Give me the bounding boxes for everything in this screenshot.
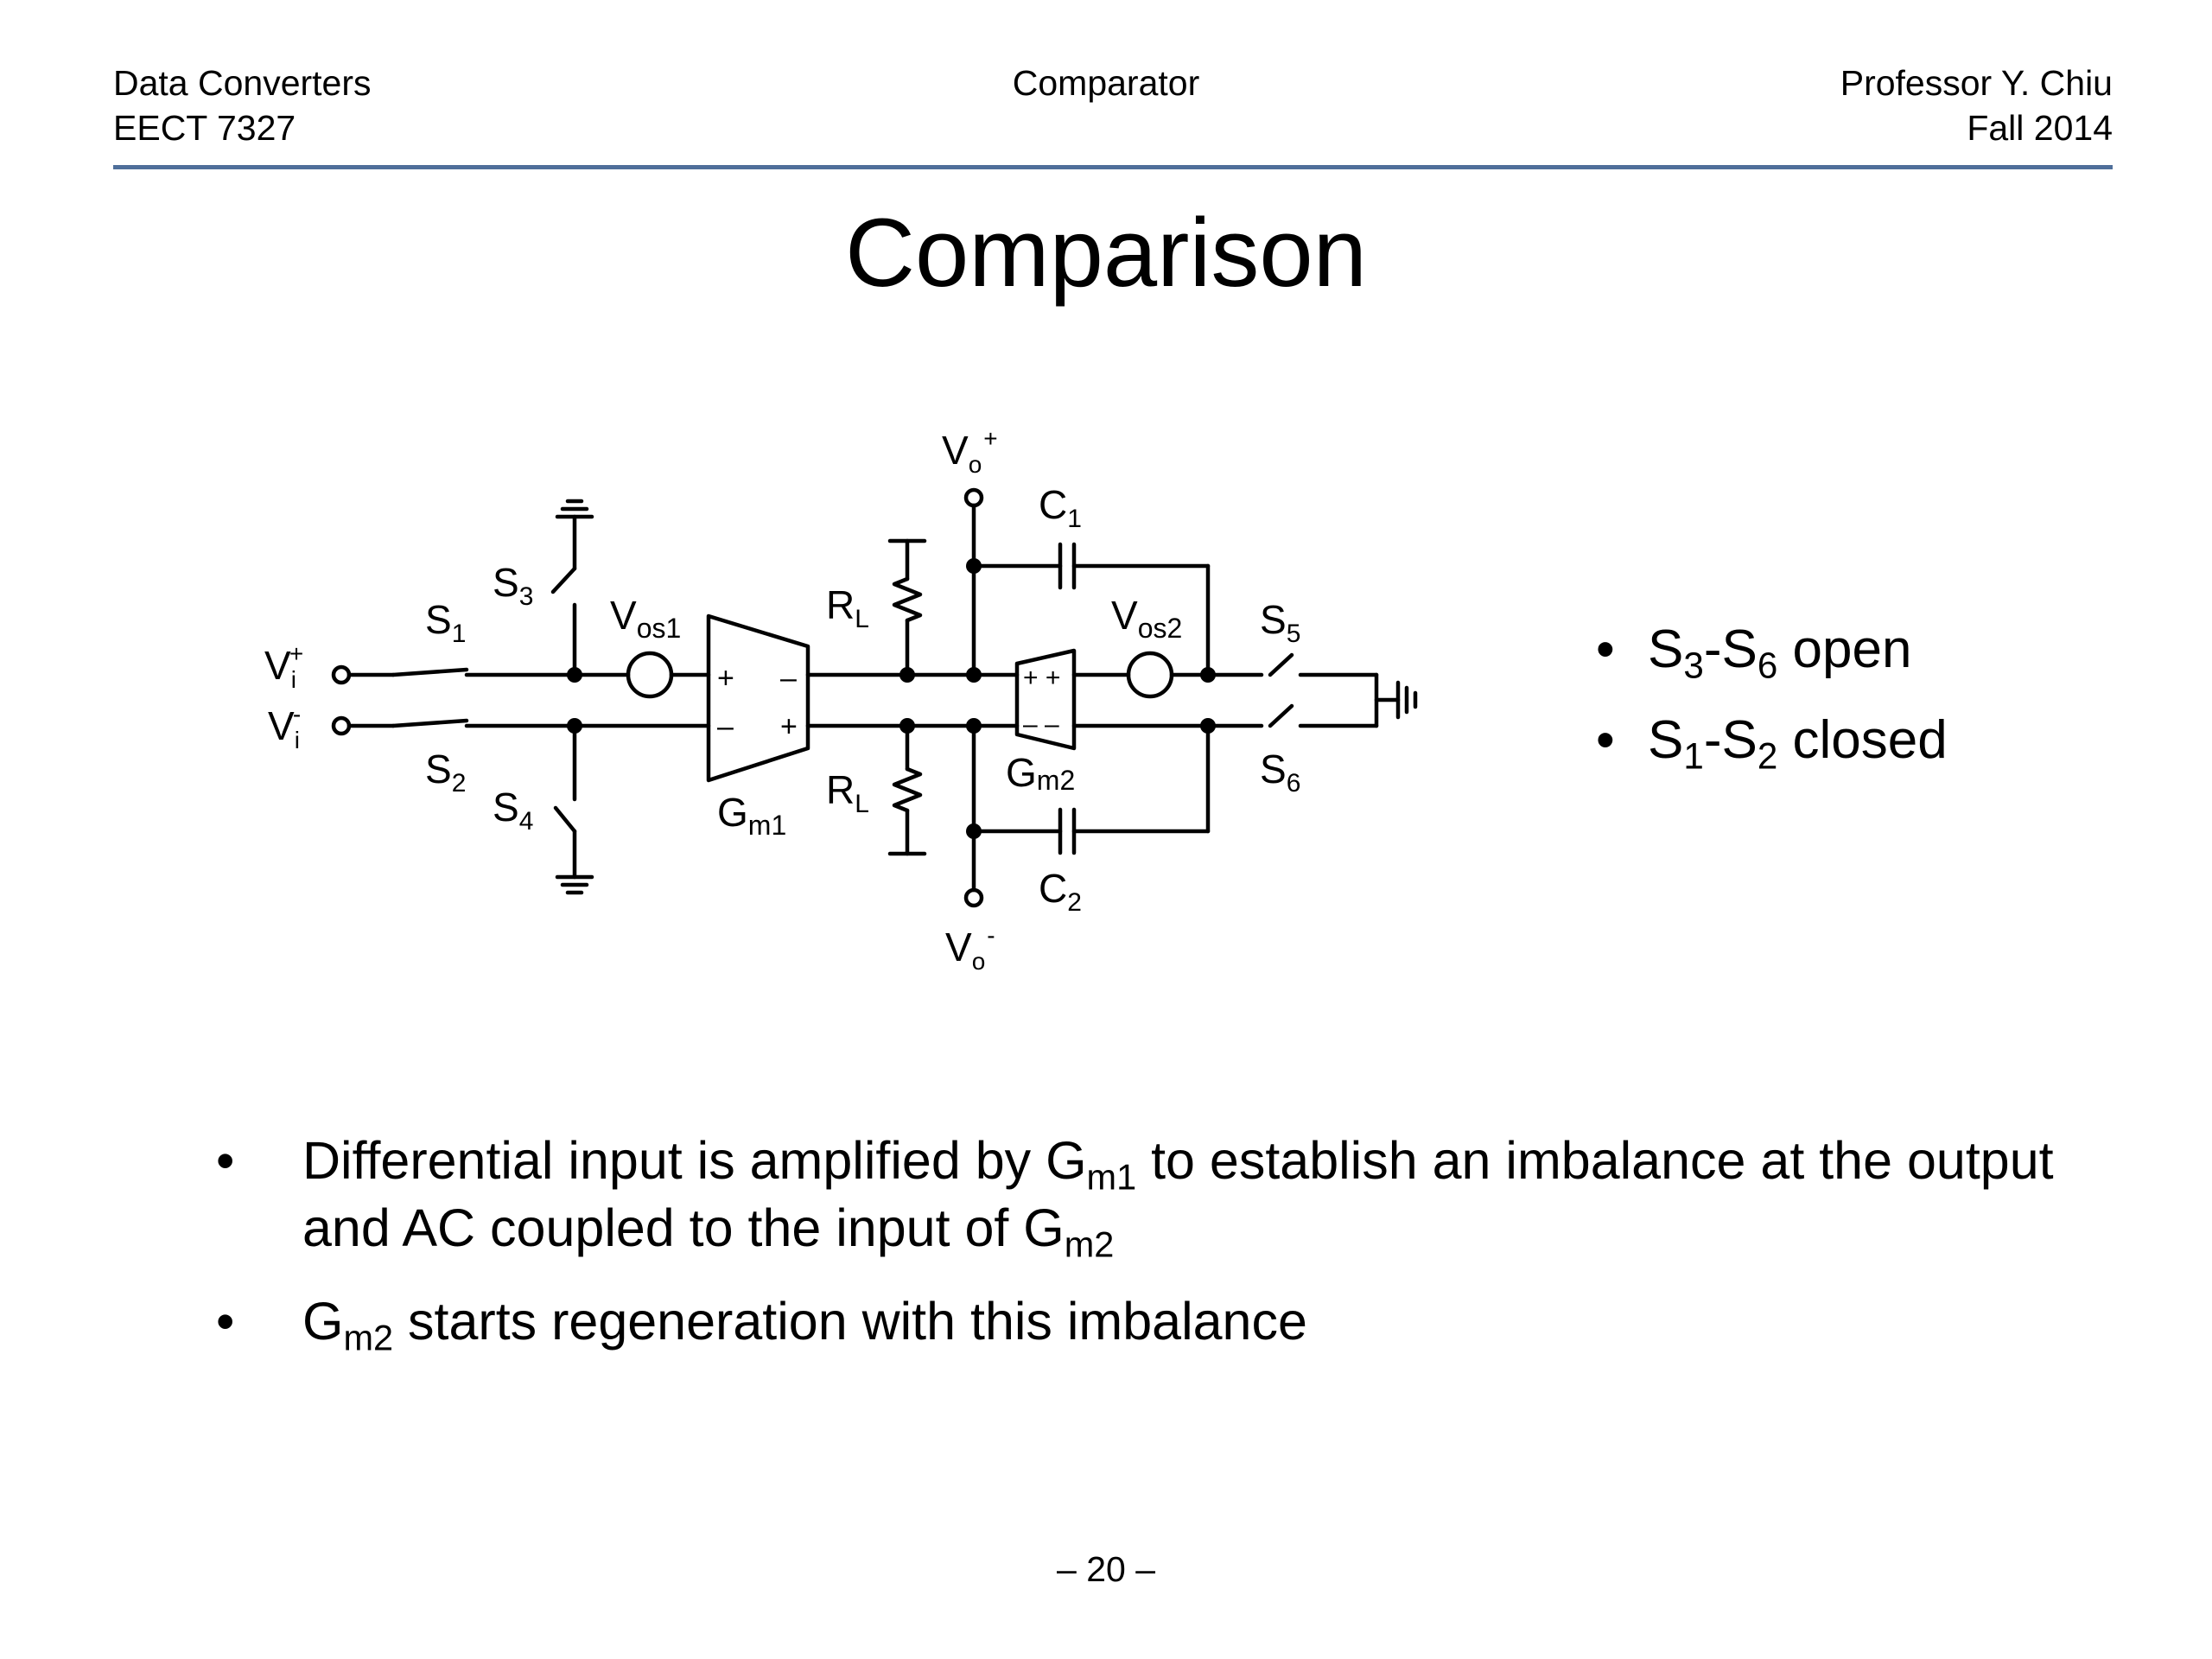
course-name: Data Converters: [113, 63, 372, 103]
bullet-dot: •: [216, 1292, 235, 1351]
gm2-amplifier: [1014, 648, 1077, 751]
vi-plus-terminal: [331, 664, 352, 685]
professor-name: Professor Y. Chiu: [1840, 63, 2113, 103]
bullet-differential-input: • Differential input is amplified by Gm1…: [216, 1127, 2074, 1262]
course-code: EECT 7327: [113, 108, 296, 148]
bullet-dot: •: [1596, 620, 1615, 679]
term: Fall 2014: [1967, 108, 2113, 148]
vi-minus-terminal: [331, 715, 352, 736]
capacitor-c1: [971, 542, 1211, 677]
switch-s1: [391, 667, 577, 677]
bullet-dot: •: [1596, 710, 1615, 770]
gm1-pin-out-bottom: +: [780, 710, 798, 743]
gm2-pins-bottom: – –: [1023, 710, 1059, 739]
ground-symbol-right: [1374, 680, 1418, 720]
label-vos1: Vos1: [610, 593, 681, 644]
vos1-source: [626, 651, 674, 699]
label-s6: S6: [1260, 747, 1300, 798]
gm2-pins-top: + +: [1023, 664, 1060, 692]
label-vo-minus: Vo-: [945, 922, 995, 975]
resistor-rl-bottom: [887, 723, 927, 856]
label-s3: S3: [493, 560, 533, 611]
label-c2: C2: [1039, 866, 1082, 917]
page-number: – 20 –: [1057, 1549, 1155, 1589]
vo-minus-terminal: [963, 887, 984, 908]
label-s4: S4: [493, 785, 533, 836]
resistor-rl-top: [887, 538, 927, 677]
header-right: Professor Y. Chiu Fall 2014: [1840, 60, 2113, 150]
label-vo-plus: Vo+: [942, 425, 998, 478]
side-bullet-switch-open: • S3-S6 open: [1596, 620, 1912, 686]
header-rule: [113, 165, 2113, 169]
label-s2: S2: [425, 747, 466, 798]
slide-title: Comparison: [845, 199, 1367, 307]
label-c1: C1: [1039, 482, 1082, 533]
ground-symbol-bottom: [555, 874, 594, 895]
gm1-pin-in-top: +: [717, 662, 734, 695]
label-vi-minus: Vi-: [268, 701, 301, 753]
bullet-regeneration: • Gm2 starts regeneration with this imba…: [216, 1287, 2074, 1356]
label-gm1: Gm1: [717, 790, 786, 841]
label-s1: S1: [425, 597, 466, 648]
label-gm2: Gm2: [1006, 750, 1075, 796]
label-vi-plus: Vi+: [264, 640, 303, 693]
switch-s3: [550, 514, 577, 677]
ground-symbol-top: [555, 499, 594, 519]
bullet-dot: •: [216, 1131, 235, 1190]
capacitor-c2: [971, 723, 1211, 855]
switch-s4: [553, 723, 577, 880]
switch-s5: [1205, 652, 1379, 677]
switch-s2: [391, 718, 577, 728]
header-topic: Comparator: [1012, 63, 1200, 103]
junction-dots: [567, 558, 1216, 839]
vo-plus-terminal: [963, 487, 984, 508]
label-rl-bottom: RL: [826, 767, 869, 818]
label-rl-top: RL: [826, 582, 869, 633]
label-s5: S5: [1260, 597, 1300, 648]
gm1-amplifier: [706, 613, 810, 783]
gm1-pin-in-bottom: –: [717, 710, 734, 743]
gm1-pin-out-top: –: [780, 662, 797, 695]
label-vos2: Vos2: [1111, 593, 1182, 644]
side-bullet-switch-closed: • S1-S2 closed: [1596, 710, 1948, 777]
switch-s6: [1205, 703, 1379, 728]
vos2-source: [1126, 651, 1174, 699]
header-left: Data Converters EECT 7327: [113, 60, 372, 150]
